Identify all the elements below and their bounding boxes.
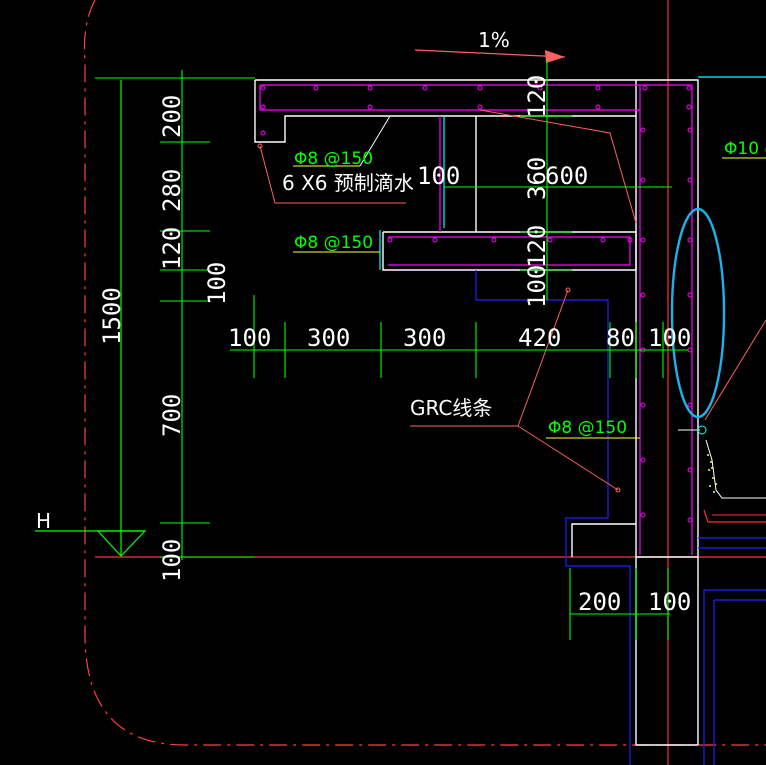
waterproof-detail <box>678 319 766 523</box>
dim-v-100: 100 <box>523 265 551 308</box>
grc-note: GRC线条 <box>410 396 492 420</box>
dim-h-100: 100 <box>228 324 271 352</box>
rebar-low-label: Φ8 @150 <box>548 418 627 438</box>
dimension-lines <box>95 60 688 640</box>
rebar-lines <box>259 84 693 555</box>
dim-v-360: 360 <box>523 157 551 200</box>
dim-700: 700 <box>158 394 186 437</box>
level-label: H <box>36 509 51 533</box>
dim-200: 200 <box>158 95 186 138</box>
dim-top-600: 600 <box>545 162 588 190</box>
dim-h-80: 80 <box>606 324 635 352</box>
rebar-top-label: Φ8 @150 <box>294 149 373 169</box>
slope-label: 1% <box>478 28 510 52</box>
rebar-right-label: Φ10 @ <box>724 139 766 159</box>
leader-dots <box>257 143 621 493</box>
slope-arrow: 1% <box>414 28 566 63</box>
drawing-boundary <box>83 0 766 746</box>
dim-120: 120 <box>158 227 186 270</box>
blue-lines <box>475 270 766 765</box>
leader-lines <box>259 109 637 491</box>
dim-h-100b: 100 <box>648 324 691 352</box>
dimension-labels: 200 280 120 700 100 1500 100 100 300 300… <box>98 75 691 616</box>
dim-top-100: 100 <box>417 162 460 190</box>
highlight-ellipse <box>670 207 726 419</box>
dim-h-300b: 300 <box>403 324 446 352</box>
dim-b-100: 100 <box>648 588 691 616</box>
level-mark <box>35 80 147 557</box>
rebar-mid-label: Φ8 @150 <box>294 233 373 253</box>
dim-v-120a: 120 <box>523 75 551 118</box>
dim-total-1500: 1500 <box>98 287 126 345</box>
dim-h-420: 420 <box>518 324 561 352</box>
dim-h-300a: 300 <box>307 324 350 352</box>
rebar-callout-lines <box>293 115 766 439</box>
dim-b-200: 200 <box>578 588 621 616</box>
dim-v-120b: 120 <box>523 225 551 268</box>
drip-note: 6 X6 预制滴水 <box>282 171 414 195</box>
dim-inner-100: 100 <box>203 262 231 305</box>
dim-100-bottom: 100 <box>158 539 186 582</box>
dim-280: 280 <box>158 169 186 212</box>
cyan-lines <box>379 76 766 270</box>
